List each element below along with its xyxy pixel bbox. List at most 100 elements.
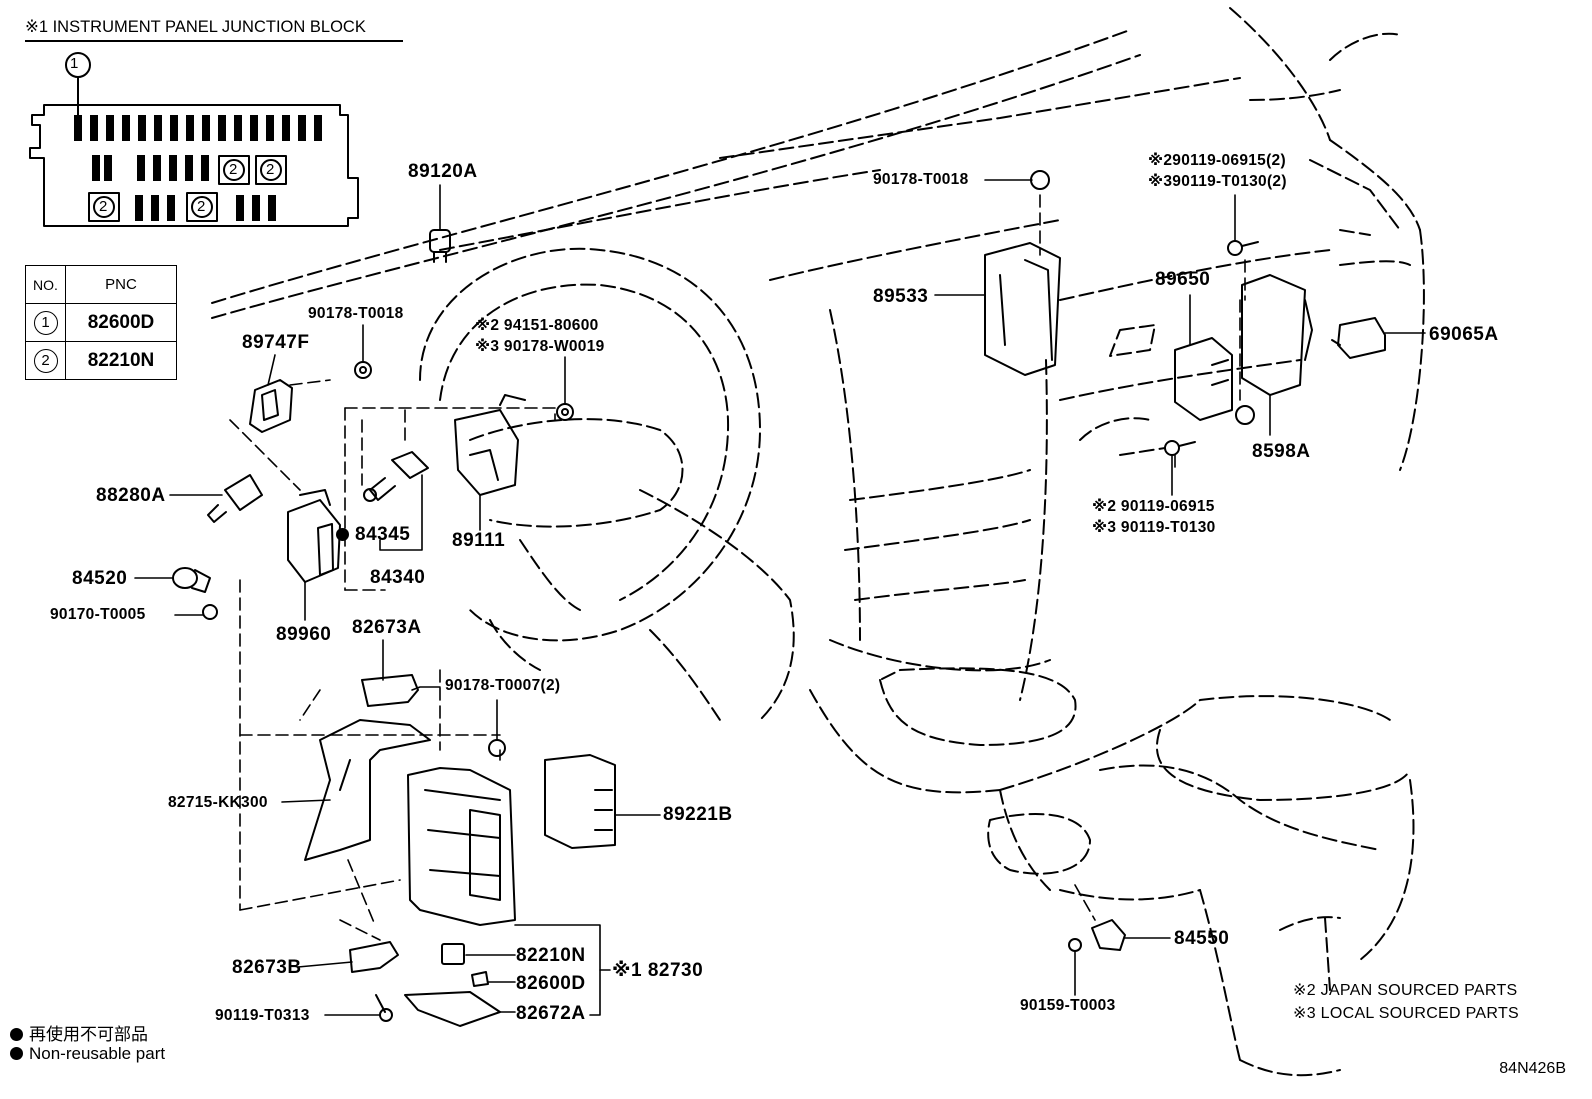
junction-block-header: ※1 INSTRUMENT PANEL JUNCTION BLOCK (25, 17, 403, 42)
fuse-blade (234, 115, 242, 141)
label-90119-T0130: ※3 90119-T0130 (1092, 519, 1216, 536)
fuse-blade (268, 195, 276, 221)
legend-en: Non-reusable part (10, 1044, 165, 1064)
pnc-row-no: 2 (25, 341, 66, 380)
label-8598A: 8598A (1252, 441, 1311, 462)
illustration-code: 84N426B (1499, 1060, 1566, 1077)
fuse-blade (90, 115, 98, 141)
part-82672A (404, 991, 501, 1027)
fuse-blade (298, 115, 306, 141)
part-82673A (361, 674, 419, 707)
label-88280A: 88280A (96, 485, 166, 506)
pnc-header-no: NO. (25, 265, 66, 304)
relay-marker-number: 2 (99, 198, 108, 215)
label-84345-text: 84345 (355, 524, 411, 545)
pnc-row-pnc: 82600D (65, 303, 177, 342)
part-84340 (363, 451, 429, 502)
non-reusable-dot (10, 1028, 23, 1041)
pnc-table: NO. PNC 1 82600D 2 82210N (25, 265, 177, 380)
bolt-90119-T0130 (1164, 440, 1196, 456)
fuse-blade (252, 195, 260, 221)
fuse-blade (122, 115, 130, 141)
label-90178-T0018: 90178-T0018 (308, 305, 404, 322)
label-89533: 89533 (873, 286, 929, 307)
label-89111: 89111 (452, 530, 506, 551)
part-82715-KK300 (304, 719, 431, 861)
label-90159-T0003: 90159-T0003 (1020, 997, 1116, 1014)
label-82210N: 82210N (516, 945, 586, 966)
legend-en-text: Non-reusable part (29, 1044, 166, 1063)
fuse-blade (250, 115, 258, 141)
relay-marker-number: 2 (266, 161, 275, 178)
label-89747F: 89747F (242, 332, 310, 353)
fuse-blade (170, 115, 178, 141)
pnc-table-row: 2 82210N (25, 341, 177, 380)
fuse-blade (186, 115, 194, 141)
part-89120A (429, 229, 451, 263)
nut-90178-T0018a (354, 361, 372, 379)
part-89221B (544, 754, 616, 849)
label-89960: 89960 (276, 624, 332, 645)
fuse-blade (314, 115, 322, 141)
label-84550: 84550 (1174, 928, 1230, 949)
relay-marker-number: 2 (197, 198, 206, 215)
pnc-header-pnc: PNC (65, 265, 177, 304)
label-82730: ※1 82730 (612, 960, 704, 981)
legend-jp: 再使用不可部品 (10, 1020, 148, 1045)
leader-lines (134, 179, 1426, 1016)
fuse-blade (74, 115, 82, 141)
label-84520: 84520 (72, 568, 128, 589)
fuse-blade (167, 195, 175, 221)
fuse-blade (154, 115, 162, 141)
label-82600D: 82600D (516, 973, 586, 994)
fuse-blade (106, 115, 114, 141)
part-junction-block-82730 (407, 767, 516, 926)
label-90119-06915: ※2 90119-06915 (1092, 498, 1215, 515)
fuse-blade (266, 115, 274, 141)
part-88280A (207, 474, 263, 523)
pnc-table-row: 1 82600D (25, 303, 177, 342)
label-89120A: 89120A (408, 161, 478, 182)
label-90178-T0007: 90178-T0007(2) (445, 677, 561, 694)
fuse-blade (169, 155, 177, 181)
label-89221B: 89221B (663, 804, 733, 825)
steering-wheel (419, 247, 795, 721)
pnc-row-pnc: 82210N (65, 341, 177, 380)
label-90119-T0130-2: ※390119-T0130(2) (1148, 173, 1287, 190)
fuse-blade (218, 115, 226, 141)
fuse-blade (135, 195, 143, 221)
label-89650: 89650 (1155, 269, 1211, 290)
bolt-90119-T0313 (375, 994, 393, 1022)
nut-90159-T0003 (1068, 938, 1082, 952)
pnc-row-no-circle: 1 (33, 310, 58, 335)
label-82672A: 82672A (516, 1003, 586, 1024)
label-84345: 84345 (336, 525, 410, 544)
label-90170-T0005: 90170-T0005 (50, 606, 146, 623)
non-reusable-dot (336, 528, 349, 541)
nut-90178-T0018b (1030, 170, 1050, 190)
pnc-row-no-circle: 2 (33, 348, 58, 373)
part-84520 (172, 567, 211, 593)
label-84340: 84340 (370, 567, 426, 588)
junction-callout-number: 1 (70, 55, 79, 72)
fuse-blade (185, 155, 193, 181)
label-69065A: 69065A (1429, 324, 1499, 345)
fuse-blade (236, 195, 244, 221)
fuse-blade (282, 115, 290, 141)
pnc-table-header-row: NO. PNC (25, 265, 177, 304)
label-82673B: 82673B (232, 957, 302, 978)
part-82673B (349, 941, 399, 973)
part-89533 (984, 242, 1061, 376)
bolt-90119-06915 (1227, 240, 1259, 256)
fuse-blade (153, 155, 161, 181)
part-8598A (1241, 274, 1313, 396)
label-82715-KK300: 82715-KK300 (168, 794, 268, 811)
fuse-blade (201, 155, 209, 181)
relay-marker-number: 2 (229, 161, 238, 178)
junction-fuse-rows (74, 115, 322, 221)
instrument-panel-outline (211, 7, 1425, 1077)
label-90178-T0018b: 90178-T0018 (873, 171, 969, 188)
part-89747F (249, 379, 293, 433)
